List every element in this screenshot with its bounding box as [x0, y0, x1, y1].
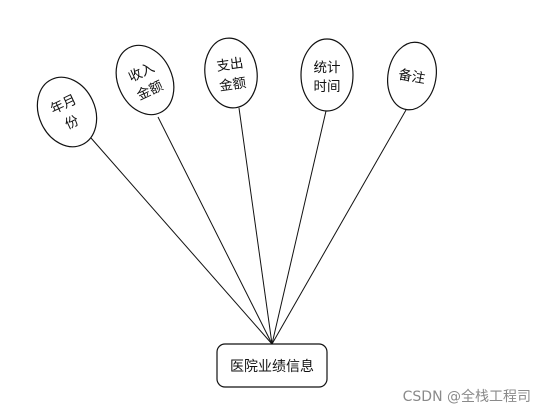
entity-hospital-performance: 医院业绩信息	[216, 343, 328, 388]
connector-remarks	[271, 109, 407, 345]
attribute-label-line-2: 时间	[314, 79, 341, 95]
watermark-text: CSDN @全栈工程司	[402, 389, 531, 405]
connector-income-amount	[157, 116, 273, 345]
attribute-ellipse	[36, 76, 98, 148]
attribute-year-month: 年月 份	[36, 76, 98, 148]
attribute-label-line-1: 支出	[215, 55, 244, 75]
attribute-label-line-1: 统计	[314, 60, 341, 76]
attribute-ellipse	[300, 38, 354, 112]
attribute-label-line-2: 金额	[218, 75, 247, 95]
attribute-remarks: 备注	[387, 41, 437, 111]
attribute-label-line-1: 备注	[397, 66, 427, 87]
attribute-income-amount: 收入 金额	[115, 44, 175, 116]
attribute-ellipse	[387, 41, 437, 111]
attribute-stat-time: 统计 时间	[300, 38, 354, 112]
attribute-ellipse	[204, 37, 258, 109]
entity-label: 医院业绩信息	[230, 358, 314, 375]
connector-year-month	[90, 137, 273, 345]
entity-box	[216, 343, 328, 388]
connector-stat-time	[271, 110, 327, 345]
attribute-ellipse	[115, 44, 175, 116]
attribute-expense-amount: 支出 金额	[204, 37, 258, 109]
connector-expense-amount	[238, 107, 273, 345]
